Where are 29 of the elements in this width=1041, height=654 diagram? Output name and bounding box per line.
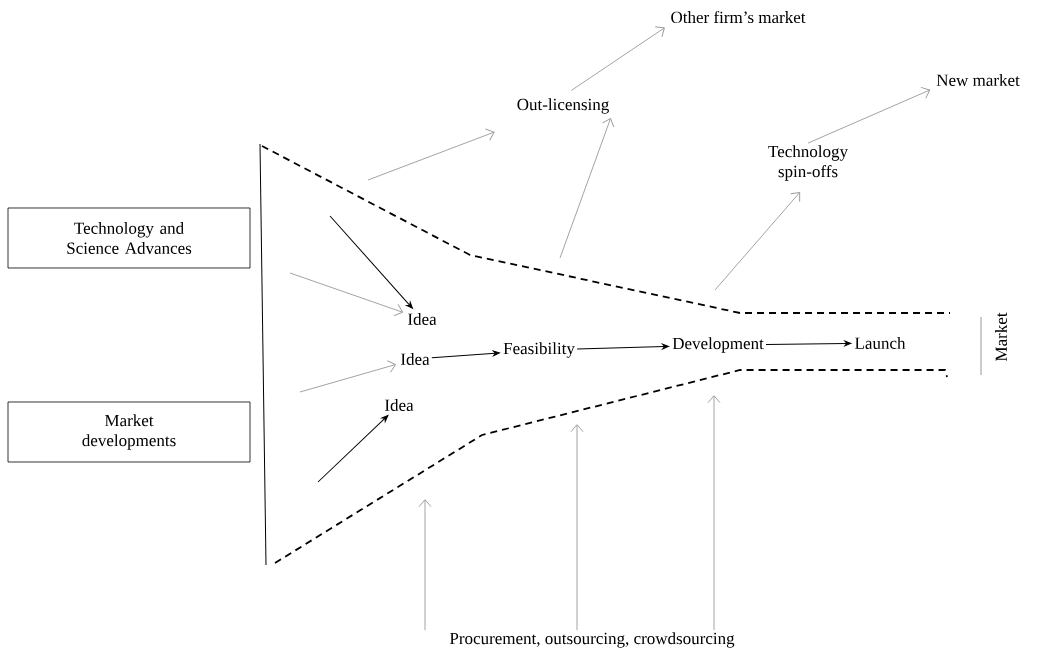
arrow (576, 343, 670, 350)
arrow (765, 340, 852, 347)
arrow (299, 360, 397, 393)
arrow (289, 272, 404, 317)
arrow (431, 350, 501, 359)
text-label: Development (672, 337, 764, 353)
text-label: Other firm’s market (671, 10, 806, 24)
text-label: Technology spin-offs (768, 145, 848, 181)
text-label: Idea (401, 353, 430, 365)
arrow (367, 128, 495, 181)
text-label: Launch (855, 337, 906, 349)
text-box: Technology and Science Advances (7, 207, 251, 269)
text-label: Idea (408, 313, 437, 325)
arrow (418, 499, 432, 631)
text-label: Procurement, outsourcing, crowdsourcing (449, 632, 735, 648)
rotated-label: Market (995, 312, 1007, 362)
arrow (714, 192, 801, 291)
text-label: Idea (385, 399, 414, 411)
text-label: Out-licensing (517, 98, 609, 114)
text-box: Market developments (7, 401, 251, 463)
text-label: Feasibility (503, 342, 575, 358)
arrow (329, 215, 413, 309)
text-label: New market (936, 74, 1020, 86)
arrow (570, 424, 584, 631)
arrow (570, 26, 665, 91)
arrow (317, 415, 389, 483)
arrow (807, 86, 931, 144)
arrow (559, 118, 615, 259)
arrow (707, 395, 721, 631)
